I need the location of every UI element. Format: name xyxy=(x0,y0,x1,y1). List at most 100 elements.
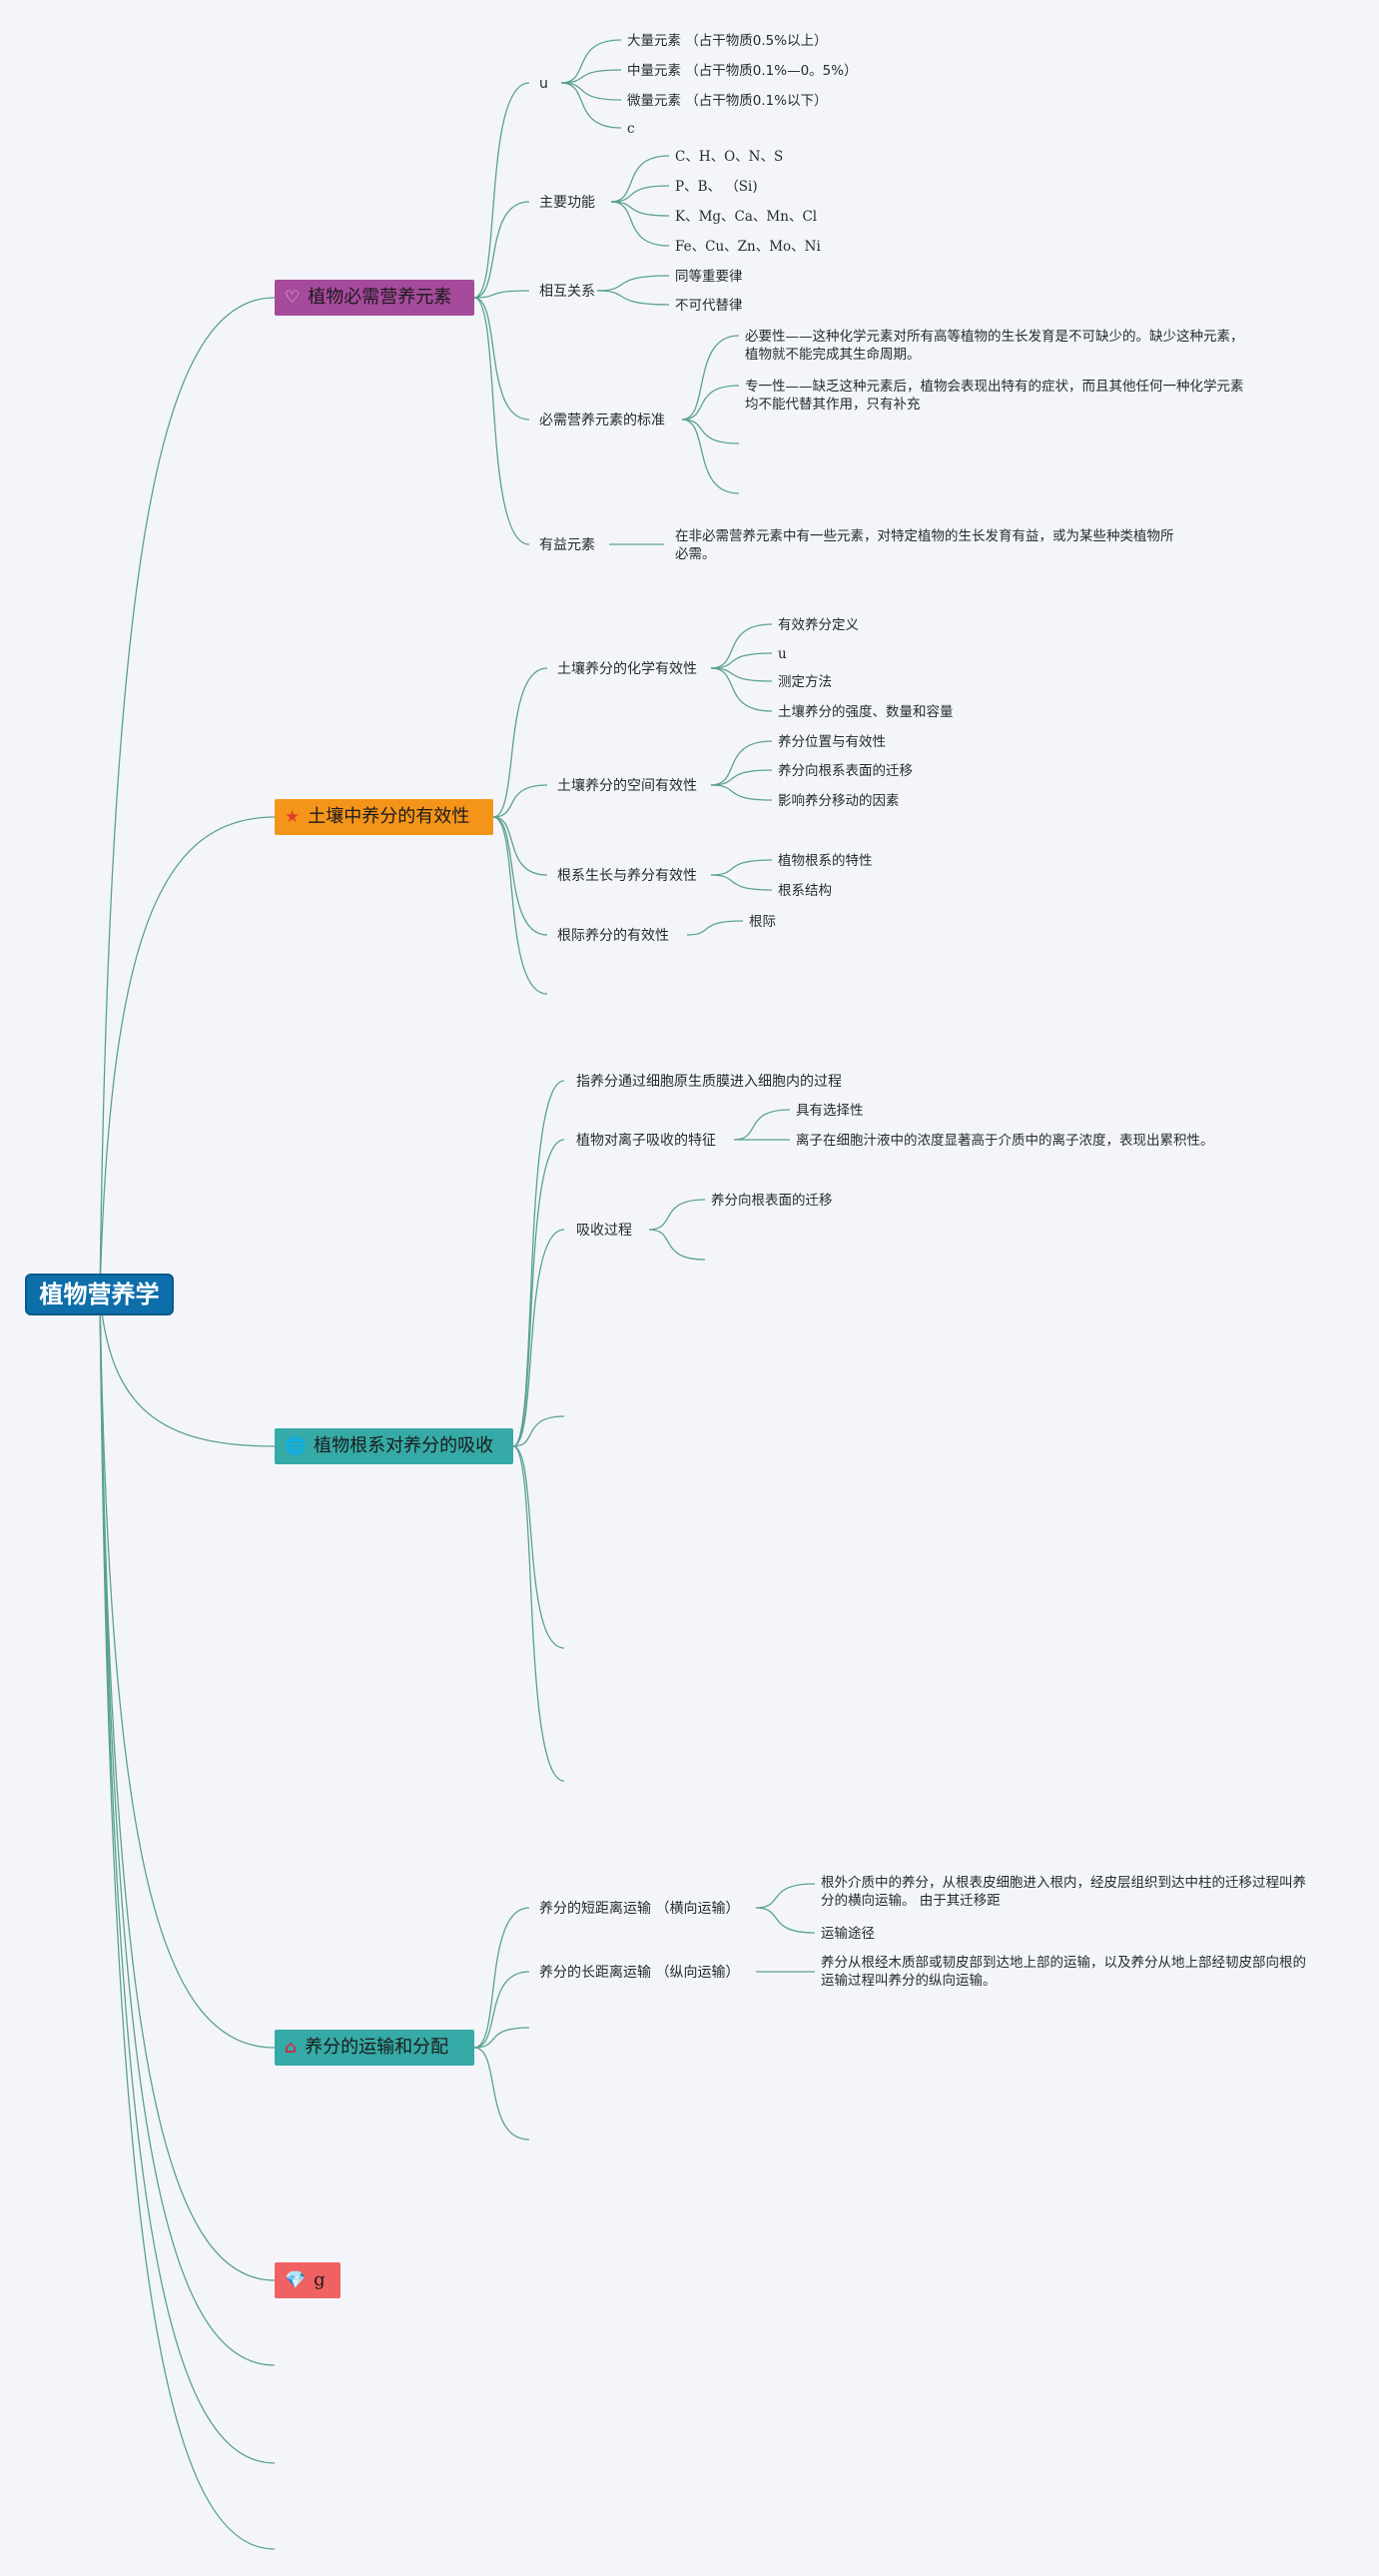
link-rel-leaf-0 xyxy=(596,275,670,292)
leaf-irreplaceable[interactable]: 不可代替律 xyxy=(675,298,743,314)
topic-u[interactable]: u xyxy=(539,76,548,92)
branch-label: 养分的运输和分配 xyxy=(305,2037,449,2058)
leaf-transport-route[interactable]: 运输途径 xyxy=(821,1926,875,1942)
leaf-movement-factors[interactable]: 影响养分移动的因素 xyxy=(778,793,900,809)
topic-main-functions[interactable]: 主要功能 xyxy=(539,195,595,211)
branch-soil-nutrient-availability[interactable]: ★ 土壤中养分的有效性 xyxy=(275,799,493,835)
leaf-beneficial-desc[interactable]: 在非必需营养元素中有一些元素，对特定植物的生长发育有益，或为某些种类植物所必需。 xyxy=(675,528,1174,562)
leaf-selectivity[interactable]: 具有选择性 xyxy=(796,1103,864,1119)
branch-label: 植物必需营养元素 xyxy=(308,287,452,308)
topic-beneficial-elements[interactable]: 有益元素 xyxy=(539,537,595,553)
link-b4-long xyxy=(473,1971,530,2049)
link-short-leaf-0 xyxy=(755,1883,816,1909)
leaf-measurement-method[interactable]: 测定方法 xyxy=(778,674,832,690)
leaf-root-characteristics[interactable]: 植物根系的特性 xyxy=(778,853,873,869)
home-icon: ⌂ xyxy=(285,2038,298,2058)
link-root-b5 xyxy=(99,1293,276,2281)
link-b1-rel xyxy=(473,290,530,299)
heart-icon: ♡ xyxy=(285,288,301,308)
leaf-func-2[interactable]: P、B、 （Si) xyxy=(675,179,758,195)
topic-chemical-availability[interactable]: 土壤养分的化学有效性 xyxy=(557,661,697,677)
link-chem-leaf-1 xyxy=(710,652,773,669)
leaf-func-3[interactable]: K、Mg、Ca、Mn、Cl xyxy=(675,209,818,225)
globe-icon: 🌐 xyxy=(285,1436,307,1456)
leaf-root-structure[interactable]: 根系结构 xyxy=(778,883,832,899)
link-b1-crit xyxy=(473,297,530,421)
leaf-migration-to-root[interactable]: 养分向根系表面的迁移 xyxy=(778,763,913,779)
branch-g[interactable]: 💎 g xyxy=(275,2262,341,2298)
link-b1-u xyxy=(473,82,530,299)
link-b4-empty-1 xyxy=(473,2027,530,2049)
topic-root-growth[interactable]: 根系生长与养分有效性 xyxy=(557,868,697,884)
leaf-u[interactable]: u xyxy=(778,646,787,662)
leaf-meso[interactable]: 中量元素 （占干物质0.1%—0。5%） xyxy=(627,63,858,79)
branch-label: g xyxy=(314,2269,326,2290)
branch-label: 土壤中养分的有效性 xyxy=(308,806,470,827)
leaf-macro[interactable]: 大量元素 （占干物质0.5%以上） xyxy=(627,33,828,49)
link-root-empty-1 xyxy=(99,1293,276,2366)
link-root-b2 xyxy=(99,816,276,1295)
link-spatial-leaf-0 xyxy=(710,740,773,786)
link-root-b1 xyxy=(99,297,276,1295)
root-topic[interactable]: 植物营养学 xyxy=(25,1274,174,1315)
branch-transport-distribution[interactable]: ⌂ 养分的运输和分配 xyxy=(275,2030,474,2066)
link-chem-leaf-3 xyxy=(710,667,773,712)
leaf-micro[interactable]: 微量元素 （占干物质0.1%以下） xyxy=(627,93,828,109)
leaf-func-1[interactable]: C、H、O、N、S xyxy=(675,149,784,165)
branch-root-absorption[interactable]: 🌐 植物根系对养分的吸收 xyxy=(275,1428,513,1464)
topic-essential-criteria[interactable]: 必需营养元素的标准 xyxy=(539,413,665,429)
link-func-leaf-3 xyxy=(610,201,670,247)
link-spatial-leaf-2 xyxy=(710,784,773,801)
link-b1-benef xyxy=(473,297,530,545)
topic-long-distance-transport[interactable]: 养分的长距离运输 （纵向运输） xyxy=(539,1965,740,1981)
star-icon: ★ xyxy=(285,807,301,827)
topic-absorption-definition[interactable]: 指养分通过细胞原生质膜进入细胞内的过程 xyxy=(576,1074,842,1090)
link-b2-spatial xyxy=(492,784,548,818)
topic-absorption-process[interactable]: 吸收过程 xyxy=(576,1223,632,1239)
leaf-location-availability[interactable]: 养分位置与有效性 xyxy=(778,734,886,750)
link-proc-leaf-1 xyxy=(648,1229,706,1261)
topic-interrelation[interactable]: 相互关系 xyxy=(539,284,595,300)
leaf-necessity[interactable]: 必要性——这种化学元素对所有高等植物的生长发育是不可缺少的。缺少这种元素，植物就… xyxy=(745,329,1244,363)
link-crit-leaf-0 xyxy=(681,335,740,421)
link-proc-leaf-0 xyxy=(648,1199,706,1231)
leaf-accumulation[interactable]: 离子在细胞汁液中的浓度显著高于介质中的离子浓度，表现出累积性。 xyxy=(796,1133,1214,1149)
topic-short-distance-transport[interactable]: 养分的短距离运输 （横向运输） xyxy=(539,1901,740,1917)
link-b3-traits xyxy=(512,1139,565,1447)
link-spatial-leaf-1 xyxy=(710,769,773,786)
topic-ion-absorption-traits[interactable]: 植物对离子吸收的特征 xyxy=(576,1133,716,1149)
leaf-migration-to-root-surface[interactable]: 养分向根表面的迁移 xyxy=(711,1193,833,1209)
leaf-lateral-transport-desc[interactable]: 根外介质中的养分，从根表皮细胞进入根内，经皮层组织到达中柱的迁移过程叫养分的横向… xyxy=(821,1875,1306,1909)
leaf-specificity[interactable]: 专一性——缺乏这种元素后，植物会表现出特有的症状，而且其他任何一种化学元素均不能… xyxy=(745,379,1244,413)
link-b4-empty-2 xyxy=(473,2047,530,2141)
leaf-longitudinal-transport-desc[interactable]: 养分从根经木质部或韧皮部到达地上部的运输，以及养分从地上部经韧皮部向根的运输过程… xyxy=(821,1955,1306,1989)
link-root-empty-3 xyxy=(99,1293,276,2550)
gem-icon: 💎 xyxy=(285,2270,307,2290)
link-rhizo-leaf xyxy=(686,920,744,936)
link-crit-leaf-2 xyxy=(681,419,740,444)
link-b3-empty-1 xyxy=(512,1415,565,1447)
leaf-intensity-quantity-capacity[interactable]: 土壤养分的强度、数量和容量 xyxy=(778,704,954,720)
link-rel-leaf-1 xyxy=(596,290,670,306)
link-func-leaf-0 xyxy=(610,155,670,203)
link-root-b4 xyxy=(99,1293,276,2049)
link-b3-empty-3 xyxy=(512,1445,565,1782)
link-chem-leaf-0 xyxy=(710,623,773,669)
link-root-b3 xyxy=(99,1293,276,1447)
link-chem-leaf-2 xyxy=(710,667,773,682)
branch-essential-elements[interactable]: ♡ 植物必需营养元素 xyxy=(275,280,474,316)
link-func-leaf-2 xyxy=(610,201,670,217)
link-rootgrowth-leaf-1 xyxy=(710,874,773,891)
leaf-equal-importance[interactable]: 同等重要律 xyxy=(675,269,743,285)
leaf-available-nutrient-def[interactable]: 有效养分定义 xyxy=(778,617,859,633)
leaf-rhizosphere[interactable]: 根际 xyxy=(749,914,776,930)
topic-rhizosphere[interactable]: 根际养分的有效性 xyxy=(557,928,669,944)
link-short-leaf-1 xyxy=(755,1907,816,1934)
link-b2-empty xyxy=(492,816,548,995)
link-u-leaf-0 xyxy=(560,39,622,84)
leaf-func-4[interactable]: Fe、Cu、Zn、Mo、Ni xyxy=(675,239,821,255)
topic-spatial-availability[interactable]: 土壤养分的空间有效性 xyxy=(557,778,697,794)
leaf-c[interactable]: c xyxy=(627,121,635,137)
link-b2-rhizo xyxy=(492,816,548,936)
